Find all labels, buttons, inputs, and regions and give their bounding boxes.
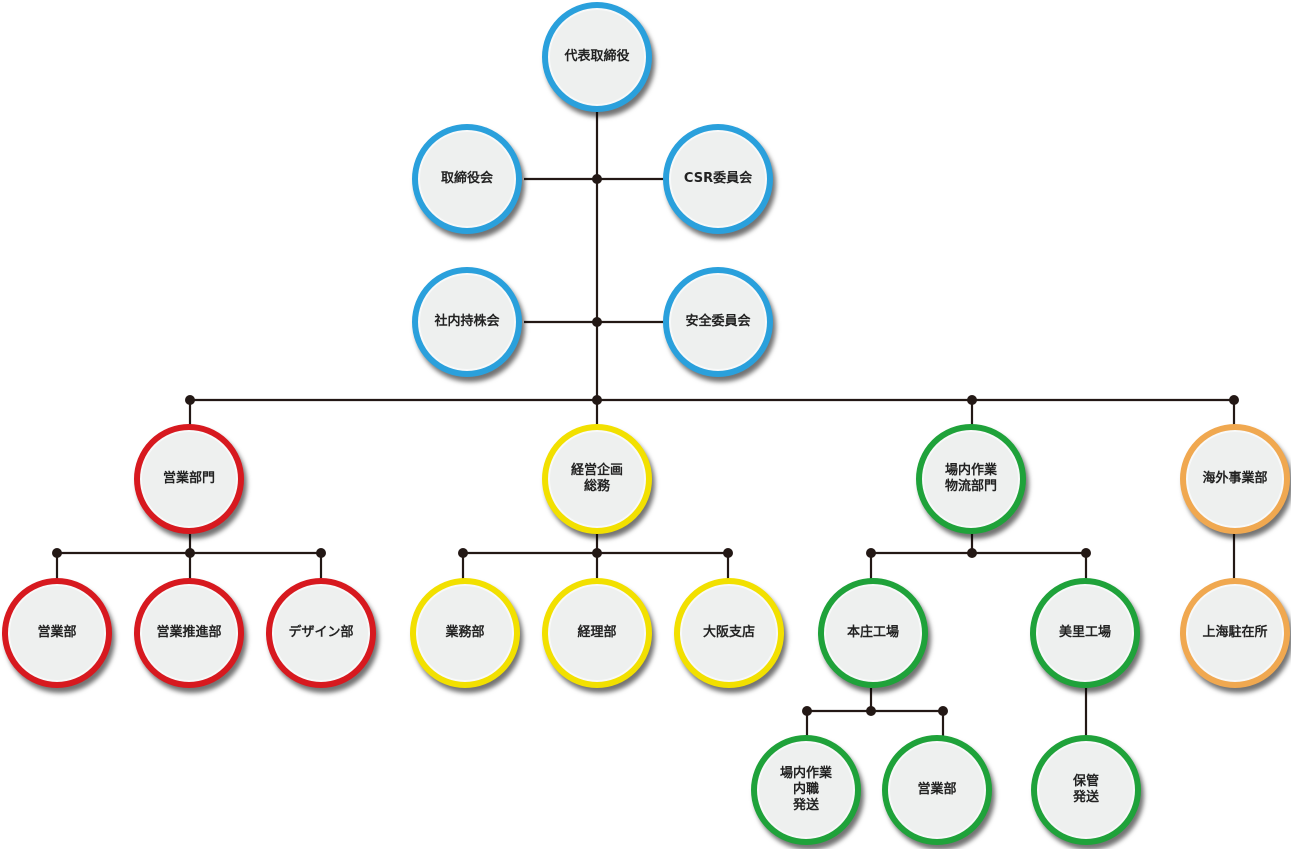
node-label: CSR委員会 [683,171,753,186]
junction-dot-15 [802,706,812,716]
node-label: 大阪支店 [702,625,755,640]
node-misato-factory: 美里工場 [1030,578,1140,688]
node-label: 海外事業部 [1202,471,1268,486]
node-label: 経営企画 総務 [570,463,623,494]
junction-dot-13 [967,548,977,558]
node-ceo: 代表取締役 [542,2,652,112]
node-label: 保管 発送 [1072,774,1099,805]
node-storage-shipping: 保管 発送 [1031,735,1141,845]
junction-dot-11 [723,548,733,558]
node-shareholding-association: 社内持株会 [412,267,522,377]
node-overseas-business: 海外事業部 [1180,424,1290,534]
node-label: 場内作業 物流部門 [944,463,997,494]
node-honjo-sales-department: 営業部 [882,735,992,845]
node-label: 安全委員会 [685,314,751,329]
junction-dot-1 [592,317,602,327]
node-sales-promotion: 営業推進部 [134,578,244,688]
node-label: 本庄工場 [846,625,899,640]
junction-dot-10 [592,548,602,558]
node-label: 経理部 [577,625,617,640]
node-label: 営業部門 [162,471,215,486]
junction-dot-6 [52,548,62,558]
node-label: 営業部 [917,782,957,797]
node-safety-committee: 安全委員会 [663,267,773,377]
junction-dot-2 [185,395,195,405]
node-label: 美里工場 [1058,625,1111,640]
node-label: 社内持株会 [434,314,500,329]
node-label: 営業推進部 [156,625,222,640]
node-csr-committee: CSR委員会 [663,124,773,234]
node-osaka-branch: 大阪支店 [674,578,784,688]
junction-dot-9 [458,548,468,558]
junction-dot-7 [185,548,195,558]
node-label: 営業部 [37,625,77,640]
node-label: デザイン部 [288,625,354,640]
node-sales-division: 営業部門 [134,424,244,534]
junction-dot-17 [938,706,948,716]
node-label: 場内作業 内職 発送 [779,766,832,813]
junction-dot-0 [592,174,602,184]
node-operations-department: 業務部 [410,578,520,688]
junction-dot-12 [866,548,876,558]
node-honjo-factory: 本庄工場 [818,578,928,688]
node-design-department: デザイン部 [266,578,376,688]
junction-dot-3 [592,395,602,405]
node-label: 上海駐在所 [1202,625,1268,640]
node-label: 業務部 [445,625,485,640]
node-label: 代表取締役 [564,49,630,64]
node-onsite-homework-shipping: 場内作業 内職 発送 [751,735,861,845]
node-planning-general-affairs: 経営企画 総務 [542,424,652,534]
node-accounting-department: 経理部 [542,578,652,688]
node-onsite-logistics: 場内作業 物流部門 [916,424,1026,534]
junction-dot-14 [1081,548,1091,558]
junction-dot-4 [967,395,977,405]
node-shanghai-office: 上海駐在所 [1180,578,1290,688]
junction-dot-8 [316,548,326,558]
junction-dot-16 [866,706,876,716]
node-board-meeting: 取締役会 [412,124,522,234]
node-label: 取締役会 [440,171,493,186]
junction-dot-5 [1229,395,1239,405]
node-sales-department: 営業部 [2,578,112,688]
